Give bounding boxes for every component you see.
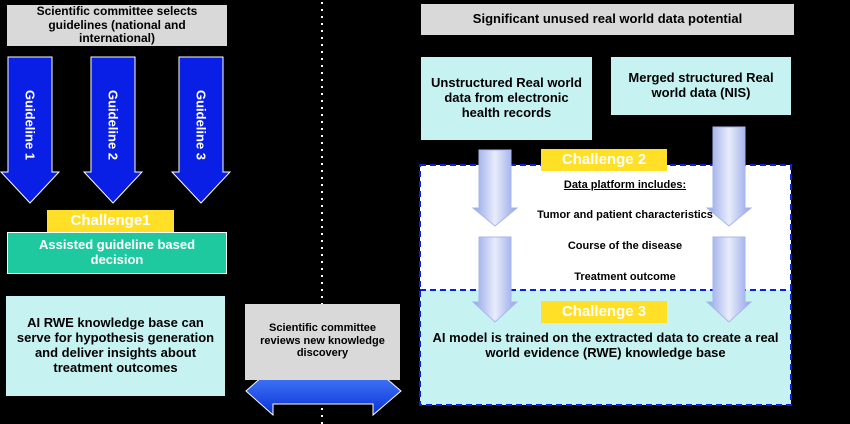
ai-rwe-knowledge-base-box: AI RWE knowledge base can serve for hypo… bbox=[6, 296, 225, 396]
flow-arrow-unstructured-1 bbox=[471, 149, 519, 227]
guideline-label-3: Guideline 3 bbox=[193, 89, 209, 161]
guideline-arrow-1 bbox=[0, 56, 61, 204]
merged-data-box: Merged structured Real world data (NIS) bbox=[611, 57, 791, 115]
flow-arrow-merged-2 bbox=[705, 236, 753, 323]
challenge1-label: Challenge1 bbox=[47, 210, 174, 232]
platform-item: Course of the disease bbox=[567, 240, 683, 252]
assisted-decision-box: Assisted guideline based decision bbox=[7, 232, 227, 274]
guideline-label-2: Guideline 2 bbox=[105, 89, 121, 161]
platform-title: Data platform includes: bbox=[563, 179, 687, 191]
platform-item: Tumor and patient characteristics bbox=[537, 209, 713, 221]
challenge2-label: Challenge 2 bbox=[541, 149, 667, 171]
guideline-label-1: Guideline 1 bbox=[22, 89, 38, 161]
committee-selects-box: Scientific committee selects guidelines … bbox=[7, 4, 227, 46]
platform-item: Treatment outcome bbox=[574, 271, 676, 283]
guideline-arrow-2 bbox=[82, 56, 144, 204]
flow-arrow-merged-1 bbox=[705, 126, 753, 227]
ai-model-text: AI model is trained on the extracted dat… bbox=[432, 330, 779, 360]
challenge3-label: Challenge 3 bbox=[541, 301, 667, 323]
committee-reviews-box: Scientific committee reviews new knowled… bbox=[245, 304, 400, 380]
guideline-arrow-3 bbox=[170, 56, 232, 204]
unstructured-data-box: Unstructured Real world data from electr… bbox=[421, 57, 592, 140]
flow-arrow-unstructured-2 bbox=[471, 236, 519, 323]
header-box: Significant unused real world data poten… bbox=[421, 4, 794, 35]
